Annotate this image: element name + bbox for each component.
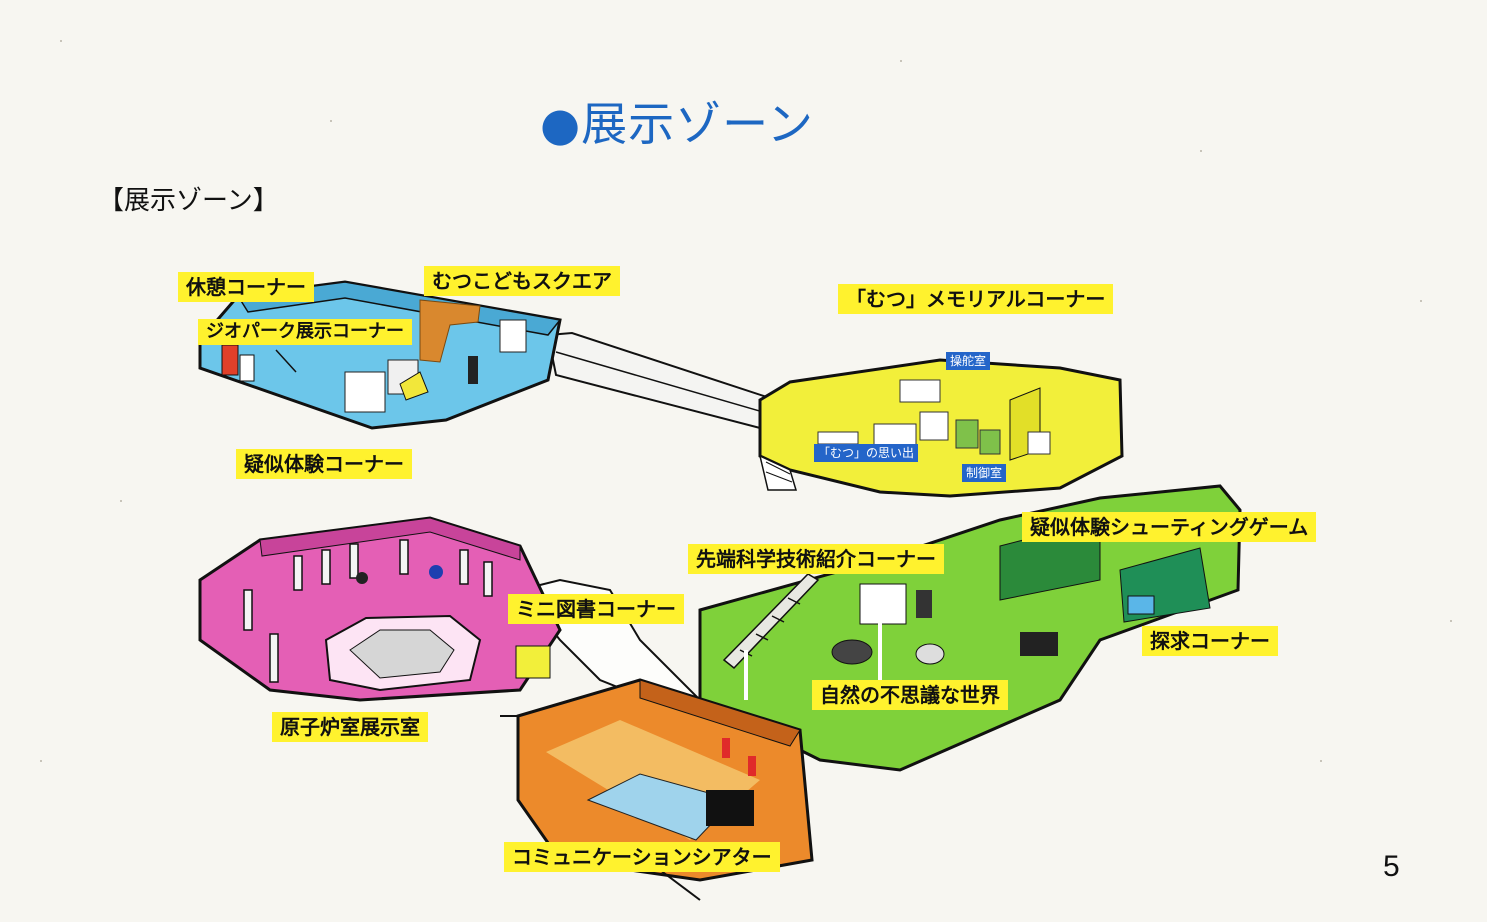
pink-zone: [198, 516, 562, 702]
label-exploration-corner: 探求コーナー: [1142, 626, 1278, 656]
label-reactor-room: 原子炉室展示室: [272, 712, 428, 742]
paper-speck: [1420, 300, 1422, 302]
paper-speck: [120, 500, 122, 502]
paper-speck: [40, 760, 42, 762]
tag-control-room: 制御室: [962, 464, 1007, 482]
paper-speck: [1200, 150, 1202, 152]
paper-speck: [1320, 760, 1322, 762]
tag-memories: 「むつ」の思い出: [814, 444, 919, 462]
paper-speck: [330, 120, 332, 122]
orange-zone: [500, 678, 814, 901]
label-simulation-corner: 疑似体験コーナー: [236, 449, 412, 479]
label-nature-world: 自然の不思議な世界: [812, 680, 1008, 710]
corridor: [546, 331, 784, 430]
tag-bridge: 操舵室: [946, 352, 991, 370]
label-theater: コミュニケーションシアター: [504, 842, 780, 872]
label-science-corner: 先端科学技術紹介コーナー: [688, 544, 944, 574]
section-heading: 【展示ゾーン】: [98, 186, 279, 216]
label-memorial-corner: 「むつ」メモリアルコーナー: [838, 284, 1114, 314]
label-rest-corner: 休憩コーナー: [178, 272, 314, 302]
label-geopark-corner: ジオパーク展示コーナー: [198, 319, 412, 345]
paper-speck: [1450, 620, 1452, 622]
blue-zone: [198, 280, 562, 430]
page-title: ●展示ゾーン: [540, 97, 814, 151]
label-kids-square: むつこどもスクエア: [424, 266, 620, 296]
page-number: 5: [1383, 850, 1400, 883]
label-mini-library: ミニ図書コーナー: [508, 594, 684, 624]
paper-speck: [900, 60, 902, 62]
yellow-zone: [758, 358, 1124, 498]
paper-speck: [60, 40, 62, 42]
label-shooting-game: 疑似体験シューティングゲーム: [1022, 512, 1317, 542]
